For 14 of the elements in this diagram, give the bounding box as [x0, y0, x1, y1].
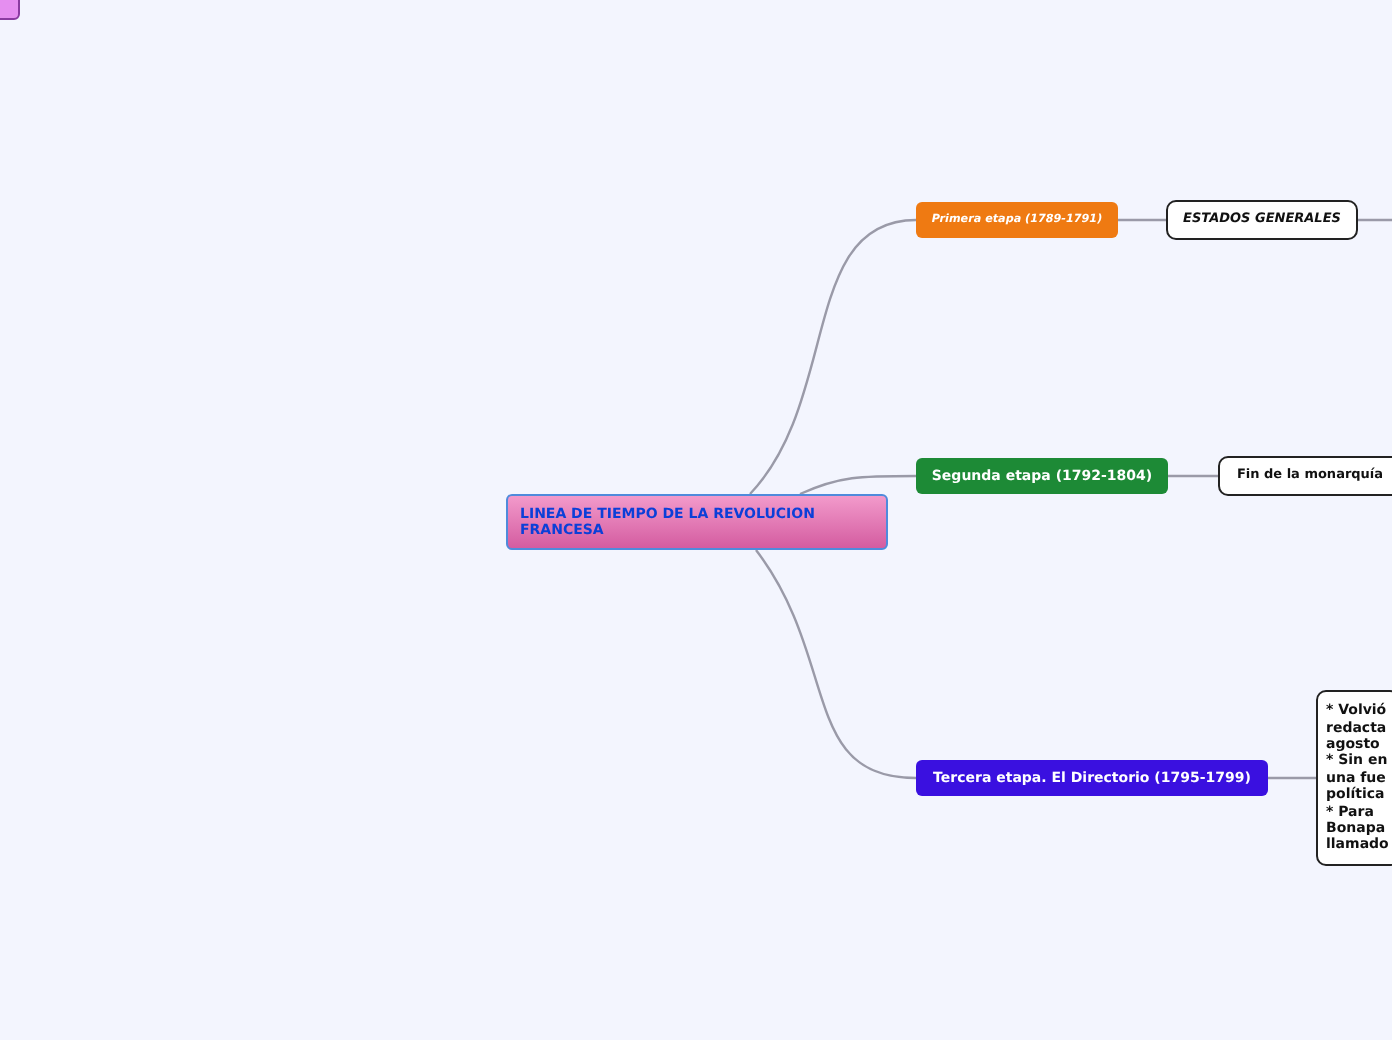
connector	[799, 474, 916, 496]
subtopic-box	[1316, 690, 1392, 866]
connector	[749, 218, 917, 495]
subtopic-box	[1166, 200, 1358, 240]
connector	[1118, 218, 1166, 222]
stage-box	[916, 458, 1168, 494]
stage-box	[916, 760, 1268, 796]
central-topic-box	[506, 494, 888, 550]
connector	[1268, 776, 1316, 780]
stage-box	[916, 202, 1118, 238]
connector	[1168, 474, 1218, 478]
connector	[755, 549, 917, 780]
subtopic-box	[1218, 456, 1392, 496]
connector	[1358, 218, 1392, 222]
